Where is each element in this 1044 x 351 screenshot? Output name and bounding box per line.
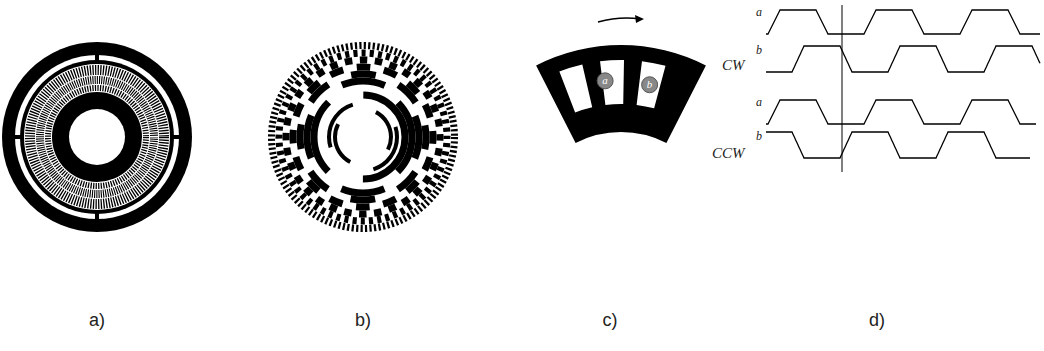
- code-track: [293, 67, 433, 207]
- index-bar: [95, 213, 99, 220]
- slot-track: [40, 80, 154, 194]
- rotation-arrow: [598, 18, 640, 22]
- arrow-head: [635, 15, 644, 23]
- index-bar: [173, 135, 180, 139]
- inner-arc: [329, 103, 397, 171]
- signal-trace: [766, 10, 1040, 34]
- panel-caption: d): [869, 311, 885, 329]
- direction-label: CW: [722, 58, 745, 73]
- quadrature-waveforms: [766, 5, 1040, 172]
- panel-caption: b): [355, 311, 371, 329]
- index-bar: [14, 135, 21, 139]
- signal-name: b: [756, 44, 762, 56]
- code-track: [307, 81, 419, 193]
- direction-label: CCW: [712, 146, 745, 161]
- sector-body: [536, 45, 706, 143]
- signal-trace: [766, 46, 1040, 72]
- slot-track: [30, 70, 164, 204]
- index-bar: [95, 54, 99, 61]
- hub-ring: [52, 92, 142, 182]
- panel-caption: a): [89, 311, 105, 329]
- disc-body: [2, 42, 192, 232]
- sensor-label: b: [647, 79, 653, 90]
- disc-sector: [536, 15, 706, 143]
- signal-name: a: [756, 96, 762, 108]
- panel-caption: c): [603, 311, 618, 329]
- incremental-disc: [2, 42, 192, 232]
- sensor-spot: [642, 77, 658, 93]
- signal-name: b: [756, 130, 762, 142]
- inner-arc: [335, 109, 391, 165]
- track-ground: [24, 64, 170, 210]
- disc-body: [20, 60, 174, 214]
- slot-track: [48, 88, 146, 186]
- signal-name: a: [756, 6, 762, 18]
- code-track: [286, 60, 440, 214]
- disc-center: [327, 101, 399, 173]
- sensor-spot: [597, 73, 613, 89]
- code-track: [314, 88, 412, 186]
- gray-code-disc: [272, 46, 455, 229]
- time-marker: [842, 5, 843, 172]
- signal-trace: [766, 132, 1030, 158]
- code-track: [300, 74, 426, 200]
- disc-window: [15, 55, 179, 219]
- sensor-label: a: [602, 75, 608, 86]
- code-track: [321, 95, 405, 179]
- code-track: [279, 53, 447, 221]
- signal-trace: [766, 100, 1036, 124]
- slot-window: [637, 61, 666, 108]
- slot-window: [559, 64, 592, 112]
- fine-track: [272, 46, 455, 229]
- shaft-hole: [69, 109, 125, 165]
